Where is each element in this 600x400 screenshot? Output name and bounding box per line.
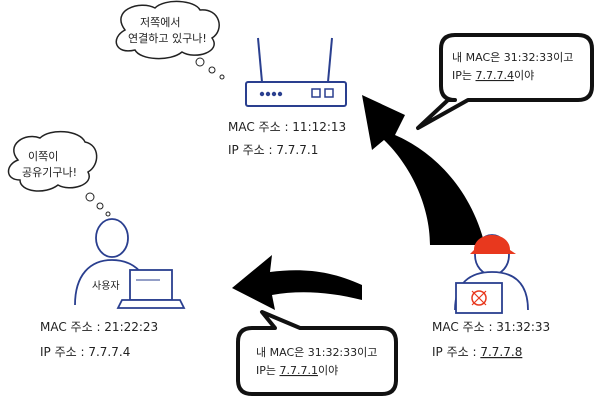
attacker-mac: MAC 주소 : 31:32:33 [432, 320, 550, 334]
user-thought-bubble: 이쪽이 공유기구나! [7, 130, 111, 217]
user-mac: MAC 주소 : 21:22:23 [40, 320, 158, 334]
router-icon [245, 37, 347, 107]
router-thought-bubble: 저쪽에서 연결하고 있구나! [115, 0, 225, 80]
user-icon [74, 218, 186, 309]
speech-bubble-to-user: 내 MAC은 31:32:33이고 IP는 7.7.7.1이야 [236, 310, 398, 396]
bubble-user-line2: IP는 7.7.7.1이야 [256, 364, 338, 377]
user-label: 사용자 [92, 280, 120, 292]
attacker-icon [454, 234, 529, 314]
user-ip: IP 주소 : 7.7.7.4 [40, 345, 130, 359]
user-thought-line1: 이쪽이 [28, 150, 58, 163]
bubble-router-line1: 내 MAC은 31:32:33이고 [452, 51, 573, 64]
router-ip: IP 주소 : 7.7.7.1 [228, 143, 318, 157]
router-thought-line2: 연결하고 있구나! [128, 31, 207, 45]
router-mac: MAC 주소 : 11:12:13 [228, 120, 346, 134]
attacker-ip: IP 주소 : 7.7.7.8 [432, 345, 522, 359]
speech-bubble-to-router: 내 MAC은 31:32:33이고 IP는 7.7.7.4이야 [416, 33, 594, 130]
arrow-to-user-icon [232, 255, 362, 310]
arrow-to-router-icon [362, 95, 485, 245]
bubble-router-line2: IP는 7.7.7.4이야 [452, 69, 534, 82]
bubble-user-line1: 내 MAC은 31:32:33이고 [256, 346, 377, 359]
user-thought-line2: 공유기구나! [22, 166, 77, 179]
router-thought-line1: 저쪽에서 [140, 16, 180, 29]
